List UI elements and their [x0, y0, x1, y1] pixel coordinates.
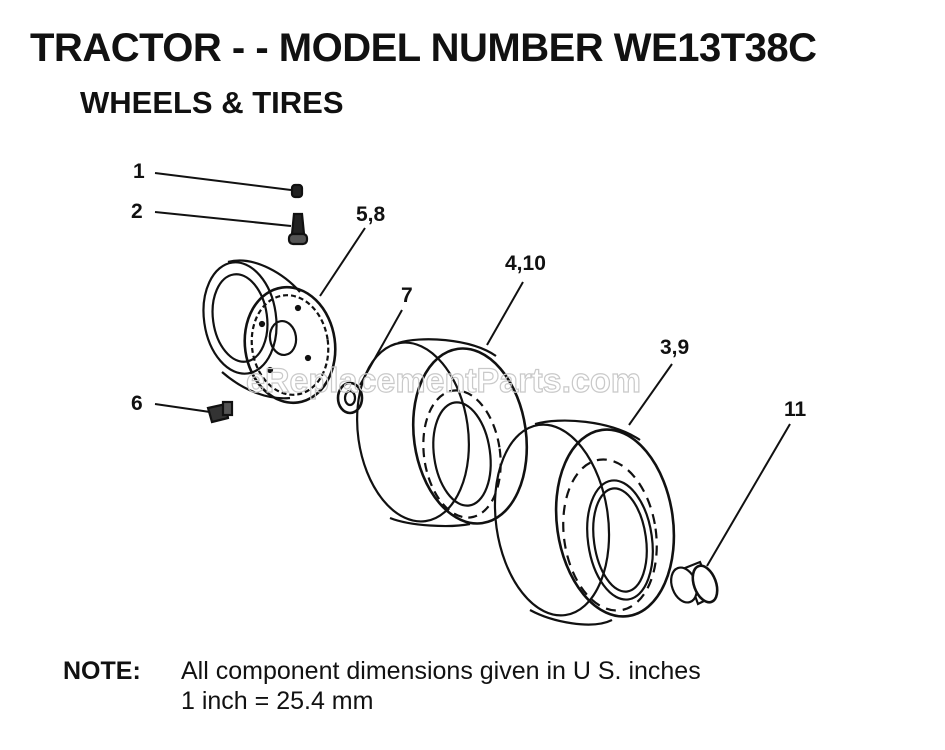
page-title: TRACTOR - - MODEL NUMBER WE13T38C [30, 26, 817, 70]
callout-3-9: 3,9 [660, 336, 689, 359]
valve-stem-part [287, 212, 309, 246]
section-subtitle: WHEELS & TIRES [80, 85, 344, 120]
note-line-1: All component dimensions given in U S. i… [181, 657, 701, 685]
callout-1: 1 [133, 160, 145, 183]
rear-tire-part [493, 419, 676, 626]
watermark-text: eReplacementParts.com [246, 362, 641, 400]
front-tire-part [356, 338, 529, 528]
note-line-2: 1 inch = 25.4 mm [181, 687, 374, 715]
callout-2: 2 [131, 200, 143, 223]
dimension-note: NOTE: All component dimensions given in U… [63, 656, 701, 716]
callout-4-10: 4,10 [505, 252, 546, 275]
wheel-rim-part [202, 259, 337, 405]
bushing-part [670, 560, 719, 606]
callout-11: 11 [784, 398, 807, 421]
valve-cap-part [290, 183, 304, 199]
note-label: NOTE: [63, 657, 141, 685]
leader-lines [154, 172, 791, 567]
callout-6: 6 [131, 392, 143, 415]
lug-bolt-part [206, 400, 234, 424]
callout-5-8: 5,8 [356, 203, 386, 226]
callout-7: 7 [401, 284, 413, 307]
washer-part [336, 381, 364, 415]
